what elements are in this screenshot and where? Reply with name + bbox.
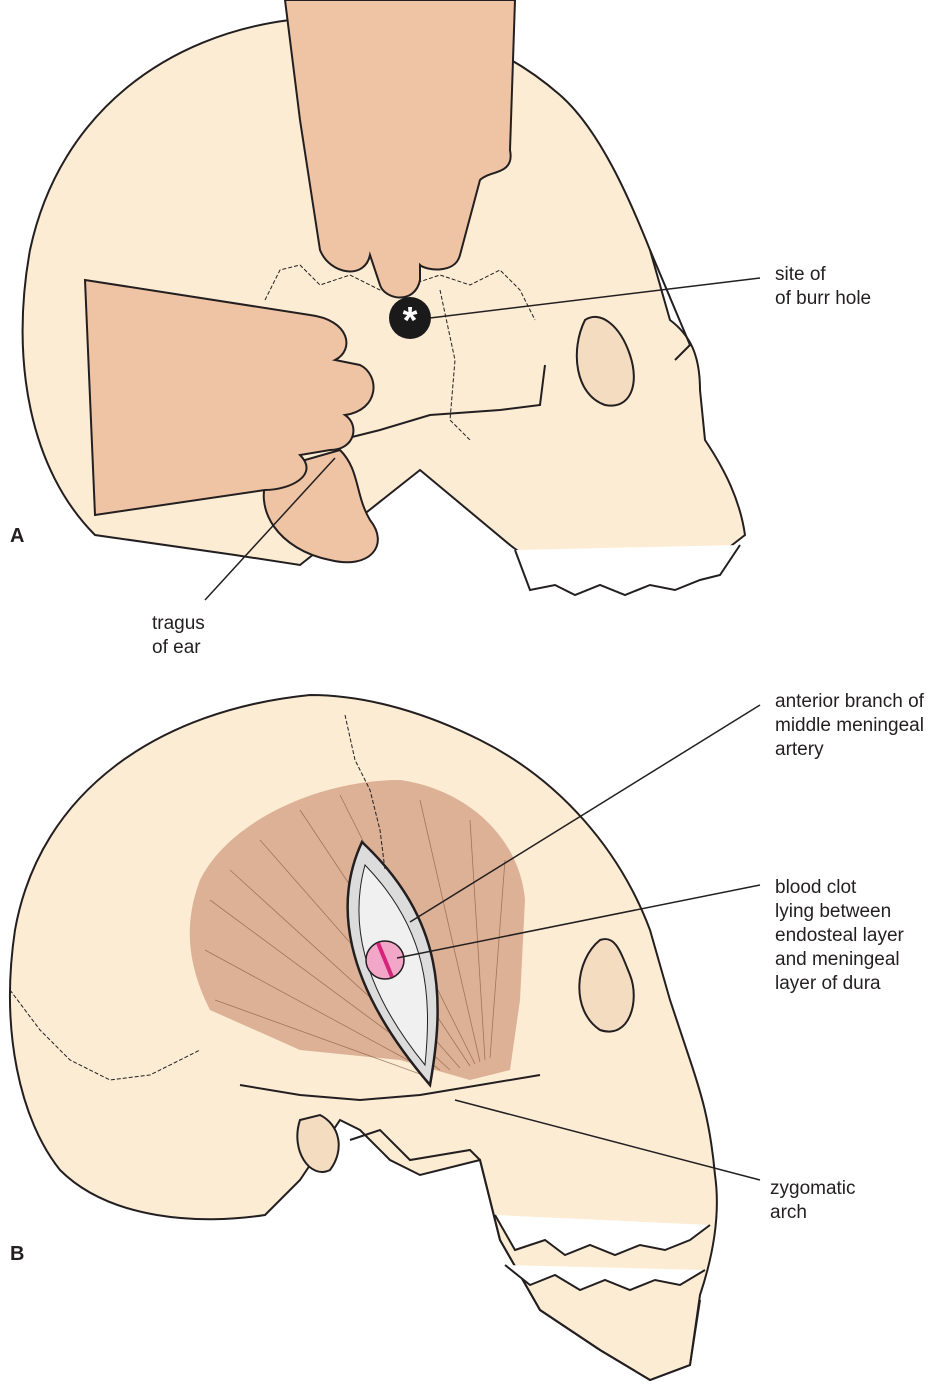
label-zygomatic-line-2: arch	[770, 1201, 856, 1225]
label-burr-hole-line-1: site of	[775, 263, 871, 287]
label-clot: blood clot lying between endosteal layer…	[775, 876, 904, 996]
label-artery-line-1: anterior branch of	[775, 690, 924, 714]
panel-b-letter: B	[10, 1243, 24, 1266]
panel-a-letter: A	[10, 525, 24, 548]
label-clot-line-5: layer of dura	[775, 972, 904, 996]
label-artery-line-2: middle meningeal	[775, 714, 924, 738]
label-tragus: tragus of ear	[152, 612, 205, 660]
label-burr-hole: site of of burr hole	[775, 263, 871, 311]
label-clot-line-3: endosteal layer	[775, 924, 904, 948]
teeth-a	[515, 545, 740, 595]
label-zygomatic: zygomatic arch	[770, 1177, 856, 1225]
panel-b-illustration	[10, 695, 760, 1380]
label-clot-line-1: blood clot	[775, 876, 904, 900]
label-tragus-line-1: tragus	[152, 612, 205, 636]
burr-hole-symbol: *	[403, 300, 418, 342]
label-clot-line-4: and meningeal	[775, 948, 904, 972]
label-artery: anterior branch of middle meningeal arte…	[775, 690, 924, 762]
label-artery-line-3: artery	[775, 738, 924, 762]
label-clot-line-2: lying between	[775, 900, 904, 924]
label-burr-hole-line-2: of burr hole	[775, 287, 871, 311]
label-tragus-line-2: of ear	[152, 636, 205, 660]
label-zygomatic-line-1: zygomatic	[770, 1177, 856, 1201]
panel-a-illustration: *	[23, 0, 760, 600]
